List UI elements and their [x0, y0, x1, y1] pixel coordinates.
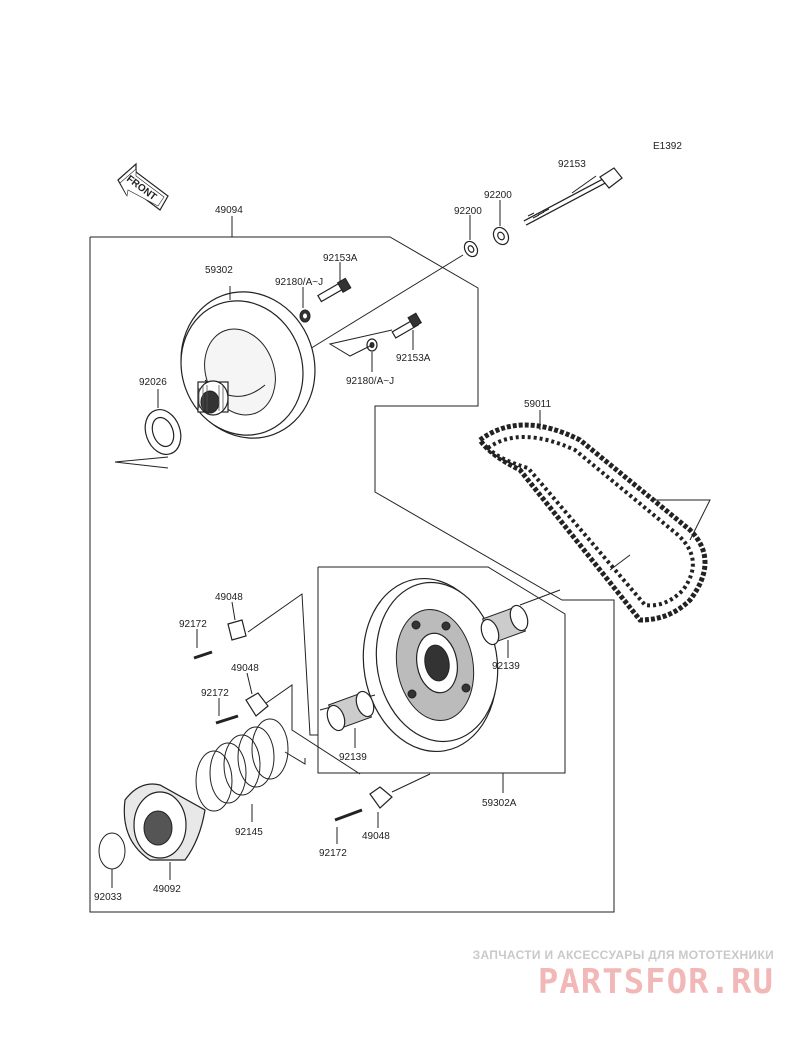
label-92153A-mid: 92153A	[396, 353, 431, 364]
screw-92153A-top	[317, 262, 352, 303]
washer-92180-mid	[366, 338, 378, 372]
label-49092: 49092	[153, 884, 181, 895]
subassembly-outline	[317, 566, 566, 774]
pulley-59302A	[362, 577, 499, 753]
slider-49048-b	[245, 672, 269, 717]
label-59302A: 59302A	[482, 798, 517, 809]
sheave-59302	[180, 286, 316, 439]
label-92180-top: 92180/A~J	[275, 277, 323, 288]
label-92180-mid: 92180/A~J	[346, 376, 394, 387]
screw-92153A-mid	[391, 312, 423, 350]
label-92172-c: 92172	[319, 848, 347, 859]
label-92172-a: 92172	[179, 619, 207, 630]
watermark-logo: PARTSFOR.RU	[537, 962, 774, 1002]
diagram-code: E1392	[653, 141, 682, 152]
drive-belt-59011	[476, 410, 711, 623]
label-92200-outer: 92200	[484, 190, 512, 201]
washer-92180-top	[299, 287, 311, 323]
label-49048-a: 49048	[215, 592, 243, 603]
washer-92200-outer	[492, 200, 510, 246]
slider-49048-a	[227, 601, 247, 641]
circlip-92033	[98, 832, 126, 888]
label-49048-b: 49048	[231, 663, 259, 674]
bushing-92139-left	[326, 690, 375, 748]
label-92139-left: 92139	[339, 752, 367, 763]
label-92172-b: 92172	[201, 688, 229, 699]
part-labels: 92153 92200 92200 49094 92153A 92180/A~J…	[94, 159, 586, 903]
label-92153: 92153	[558, 159, 586, 170]
slider-49048-c	[369, 786, 393, 828]
label-49094: 49094	[215, 205, 243, 216]
label-59011: 59011	[524, 399, 552, 410]
label-92145: 92145	[235, 827, 263, 838]
screw-92172-c	[334, 808, 363, 844]
washer-92200-inner	[463, 215, 479, 258]
ring-92026	[114, 389, 182, 469]
screw-92172-a	[193, 629, 213, 660]
assembly-outline	[89, 236, 615, 913]
label-49048-c: 49048	[362, 831, 390, 842]
cam-49092	[123, 783, 206, 880]
label-92153A-top: 92153A	[323, 253, 358, 264]
front-arrow-icon: FRONT	[117, 162, 169, 211]
label-92033: 92033	[94, 892, 122, 903]
watermark: ЗАПЧАСТИ И АКСЕССУАРЫ ДЛЯ МОТОТЕХНИКИ PA…	[473, 948, 774, 1002]
label-92200-inner: 92200	[454, 206, 482, 217]
screw-92172-b	[215, 698, 239, 725]
label-59302: 59302	[205, 265, 233, 276]
spring-92145	[195, 718, 306, 822]
label-92026: 92026	[139, 377, 167, 388]
bushing-92139-right	[480, 604, 529, 658]
label-92139-right: 92139	[492, 661, 520, 672]
bolt-92153	[523, 167, 623, 226]
watermark-subtitle: ЗАПЧАСТИ И АКСЕССУАРЫ ДЛЯ МОТОТЕХНИКИ	[472, 948, 774, 962]
